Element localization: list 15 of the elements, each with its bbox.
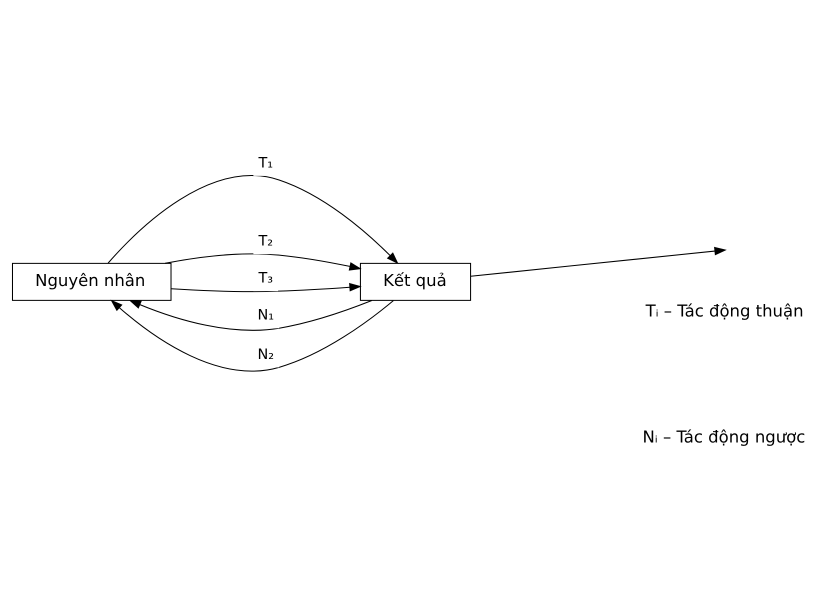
arrow (108, 175, 399, 264)
label: Tᵢ – Tác động thuận (646, 302, 804, 321)
arrow (128, 300, 372, 331)
arrow (110, 300, 394, 372)
edge-label: T₁ (258, 155, 274, 172)
node-box: Kết quả (360, 262, 472, 301)
edge-label: T₃ (258, 270, 274, 287)
node-box: Nguyên nhân (12, 262, 172, 301)
edge-label: N₁ (257, 308, 274, 324)
arrow (171, 282, 362, 292)
edge-label: N₂ (257, 346, 274, 363)
edge-label: T₂ (258, 234, 274, 250)
label: Nᵢ – Tác động ngược (642, 427, 806, 446)
arrow (165, 253, 362, 271)
arrow (470, 246, 727, 277)
